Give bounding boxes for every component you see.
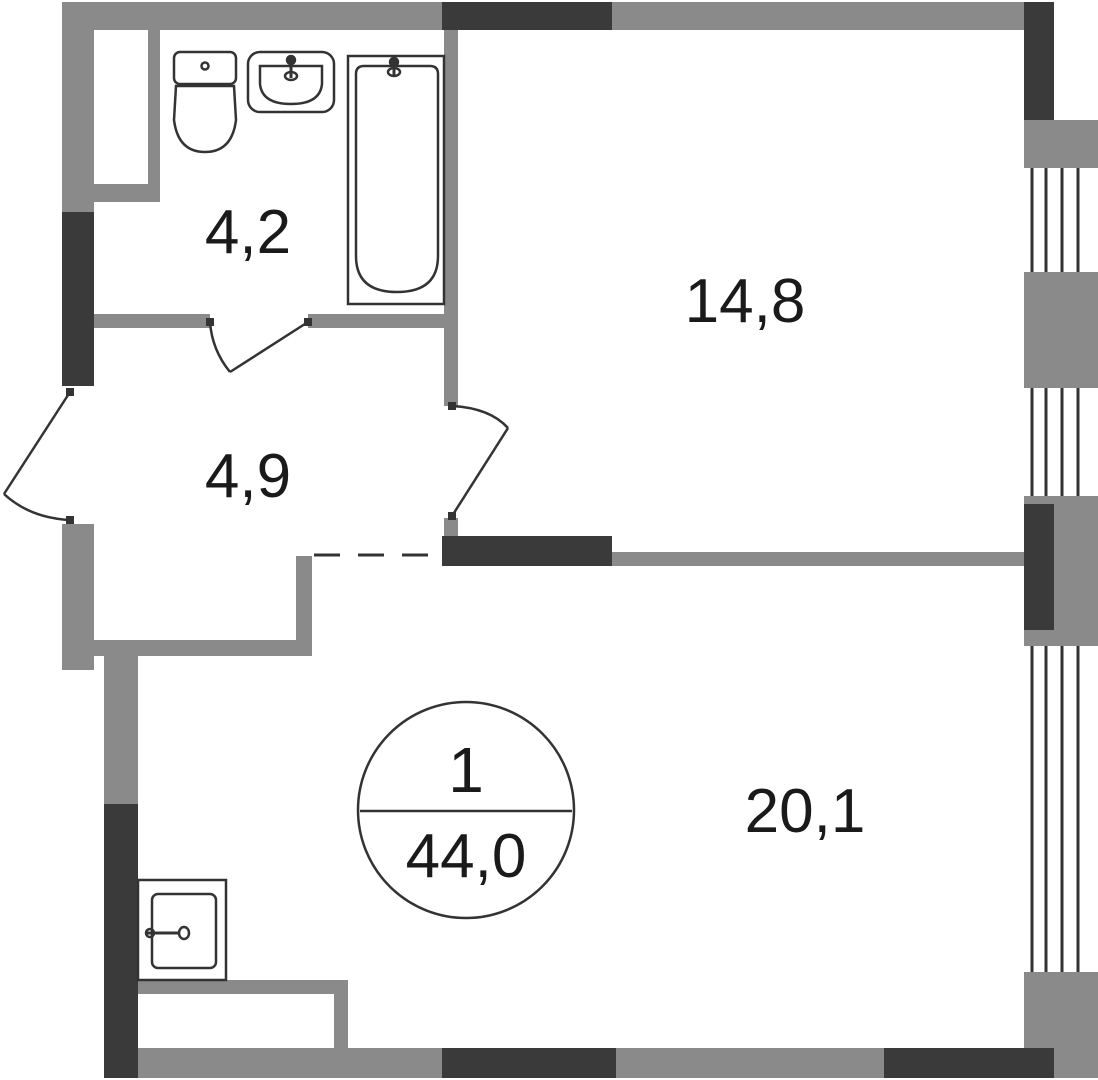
room-count: 1 [448, 734, 484, 806]
wall [148, 30, 160, 202]
wall [616, 1048, 884, 1078]
bathtub-icon [346, 54, 446, 306]
wall [612, 2, 1024, 30]
total-area: 44,0 [406, 822, 527, 891]
wall [62, 2, 94, 212]
wall [94, 314, 210, 328]
walls-dark [62, 2, 1054, 1078]
wall [104, 640, 138, 804]
bathroom-door [206, 318, 312, 374]
wall [334, 980, 348, 1048]
wall [884, 1048, 1054, 1078]
wall [1024, 272, 1098, 388]
wall [62, 2, 442, 30]
walls-light [62, 2, 1098, 1078]
wall [104, 1048, 442, 1078]
wall [94, 640, 312, 656]
wall [296, 556, 312, 656]
wall [442, 1048, 616, 1078]
bedroom-door [448, 402, 510, 520]
wall [104, 804, 138, 1078]
apartment-badge: 1 44,0 [356, 700, 576, 920]
toilet-icon [172, 50, 238, 154]
wall [442, 536, 612, 566]
room-area-bathroom: 4,2 [205, 198, 291, 267]
kitchen-sink-icon [136, 878, 228, 982]
wall [1024, 2, 1054, 120]
wall [94, 184, 160, 202]
washbasin-icon [246, 50, 336, 114]
room-area-bedroom: 14,8 [685, 267, 806, 336]
entrance-door [2, 388, 74, 524]
wall [62, 524, 94, 670]
room-area-living-room: 20,1 [745, 777, 866, 846]
fixtures [136, 50, 446, 982]
wall [444, 30, 458, 406]
wall [612, 552, 1024, 566]
wall [444, 518, 458, 538]
wall [1024, 120, 1098, 168]
wall [442, 2, 612, 30]
wall [1024, 504, 1054, 630]
room-area-hallway: 4,9 [205, 442, 291, 511]
wall [62, 212, 94, 386]
doors [2, 318, 510, 557]
wall [308, 314, 444, 328]
wall [138, 980, 348, 994]
windows [1030, 168, 1080, 972]
